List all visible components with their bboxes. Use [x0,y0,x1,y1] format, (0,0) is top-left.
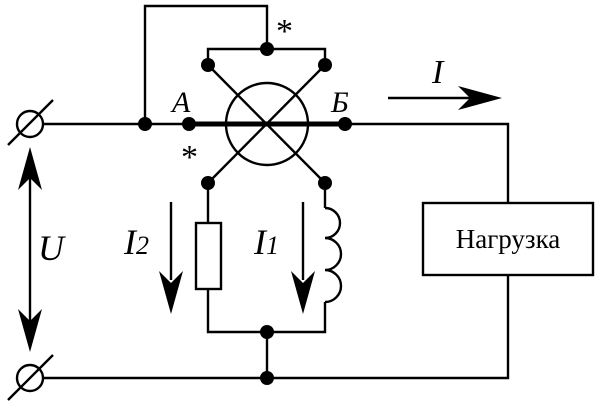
node-a-label: А [170,86,191,119]
node-b [338,117,352,131]
current-2-label: I2 [123,222,149,262]
current-total-label: I [431,54,445,91]
wattmeter [207,64,326,184]
star-top: * [276,13,293,50]
terminal-top [7,99,54,146]
current-1-arrow [291,202,315,314]
node-branch-bottom [260,325,274,339]
wire-voltage-coil-feed [143,4,269,124]
node-junction-left [138,117,152,131]
voltage-arrow [18,147,42,352]
wire-bottom-rail [43,275,510,380]
wire-top-right [345,122,510,203]
node-top-center [260,42,274,56]
inductor [324,206,343,304]
node-b-label: Б [330,86,349,119]
resistor [194,221,223,291]
current-2-arrow [159,202,183,314]
pin-upper-right [318,58,332,72]
node-a [182,117,196,131]
voltage-label: U [38,228,66,268]
current-total-arrow [388,86,502,110]
current-1-label: I1 [253,222,279,262]
star-left: * [181,139,198,176]
load-label: Нагрузка [456,224,561,254]
pin-upper-left [201,58,215,72]
load-box [421,201,595,277]
